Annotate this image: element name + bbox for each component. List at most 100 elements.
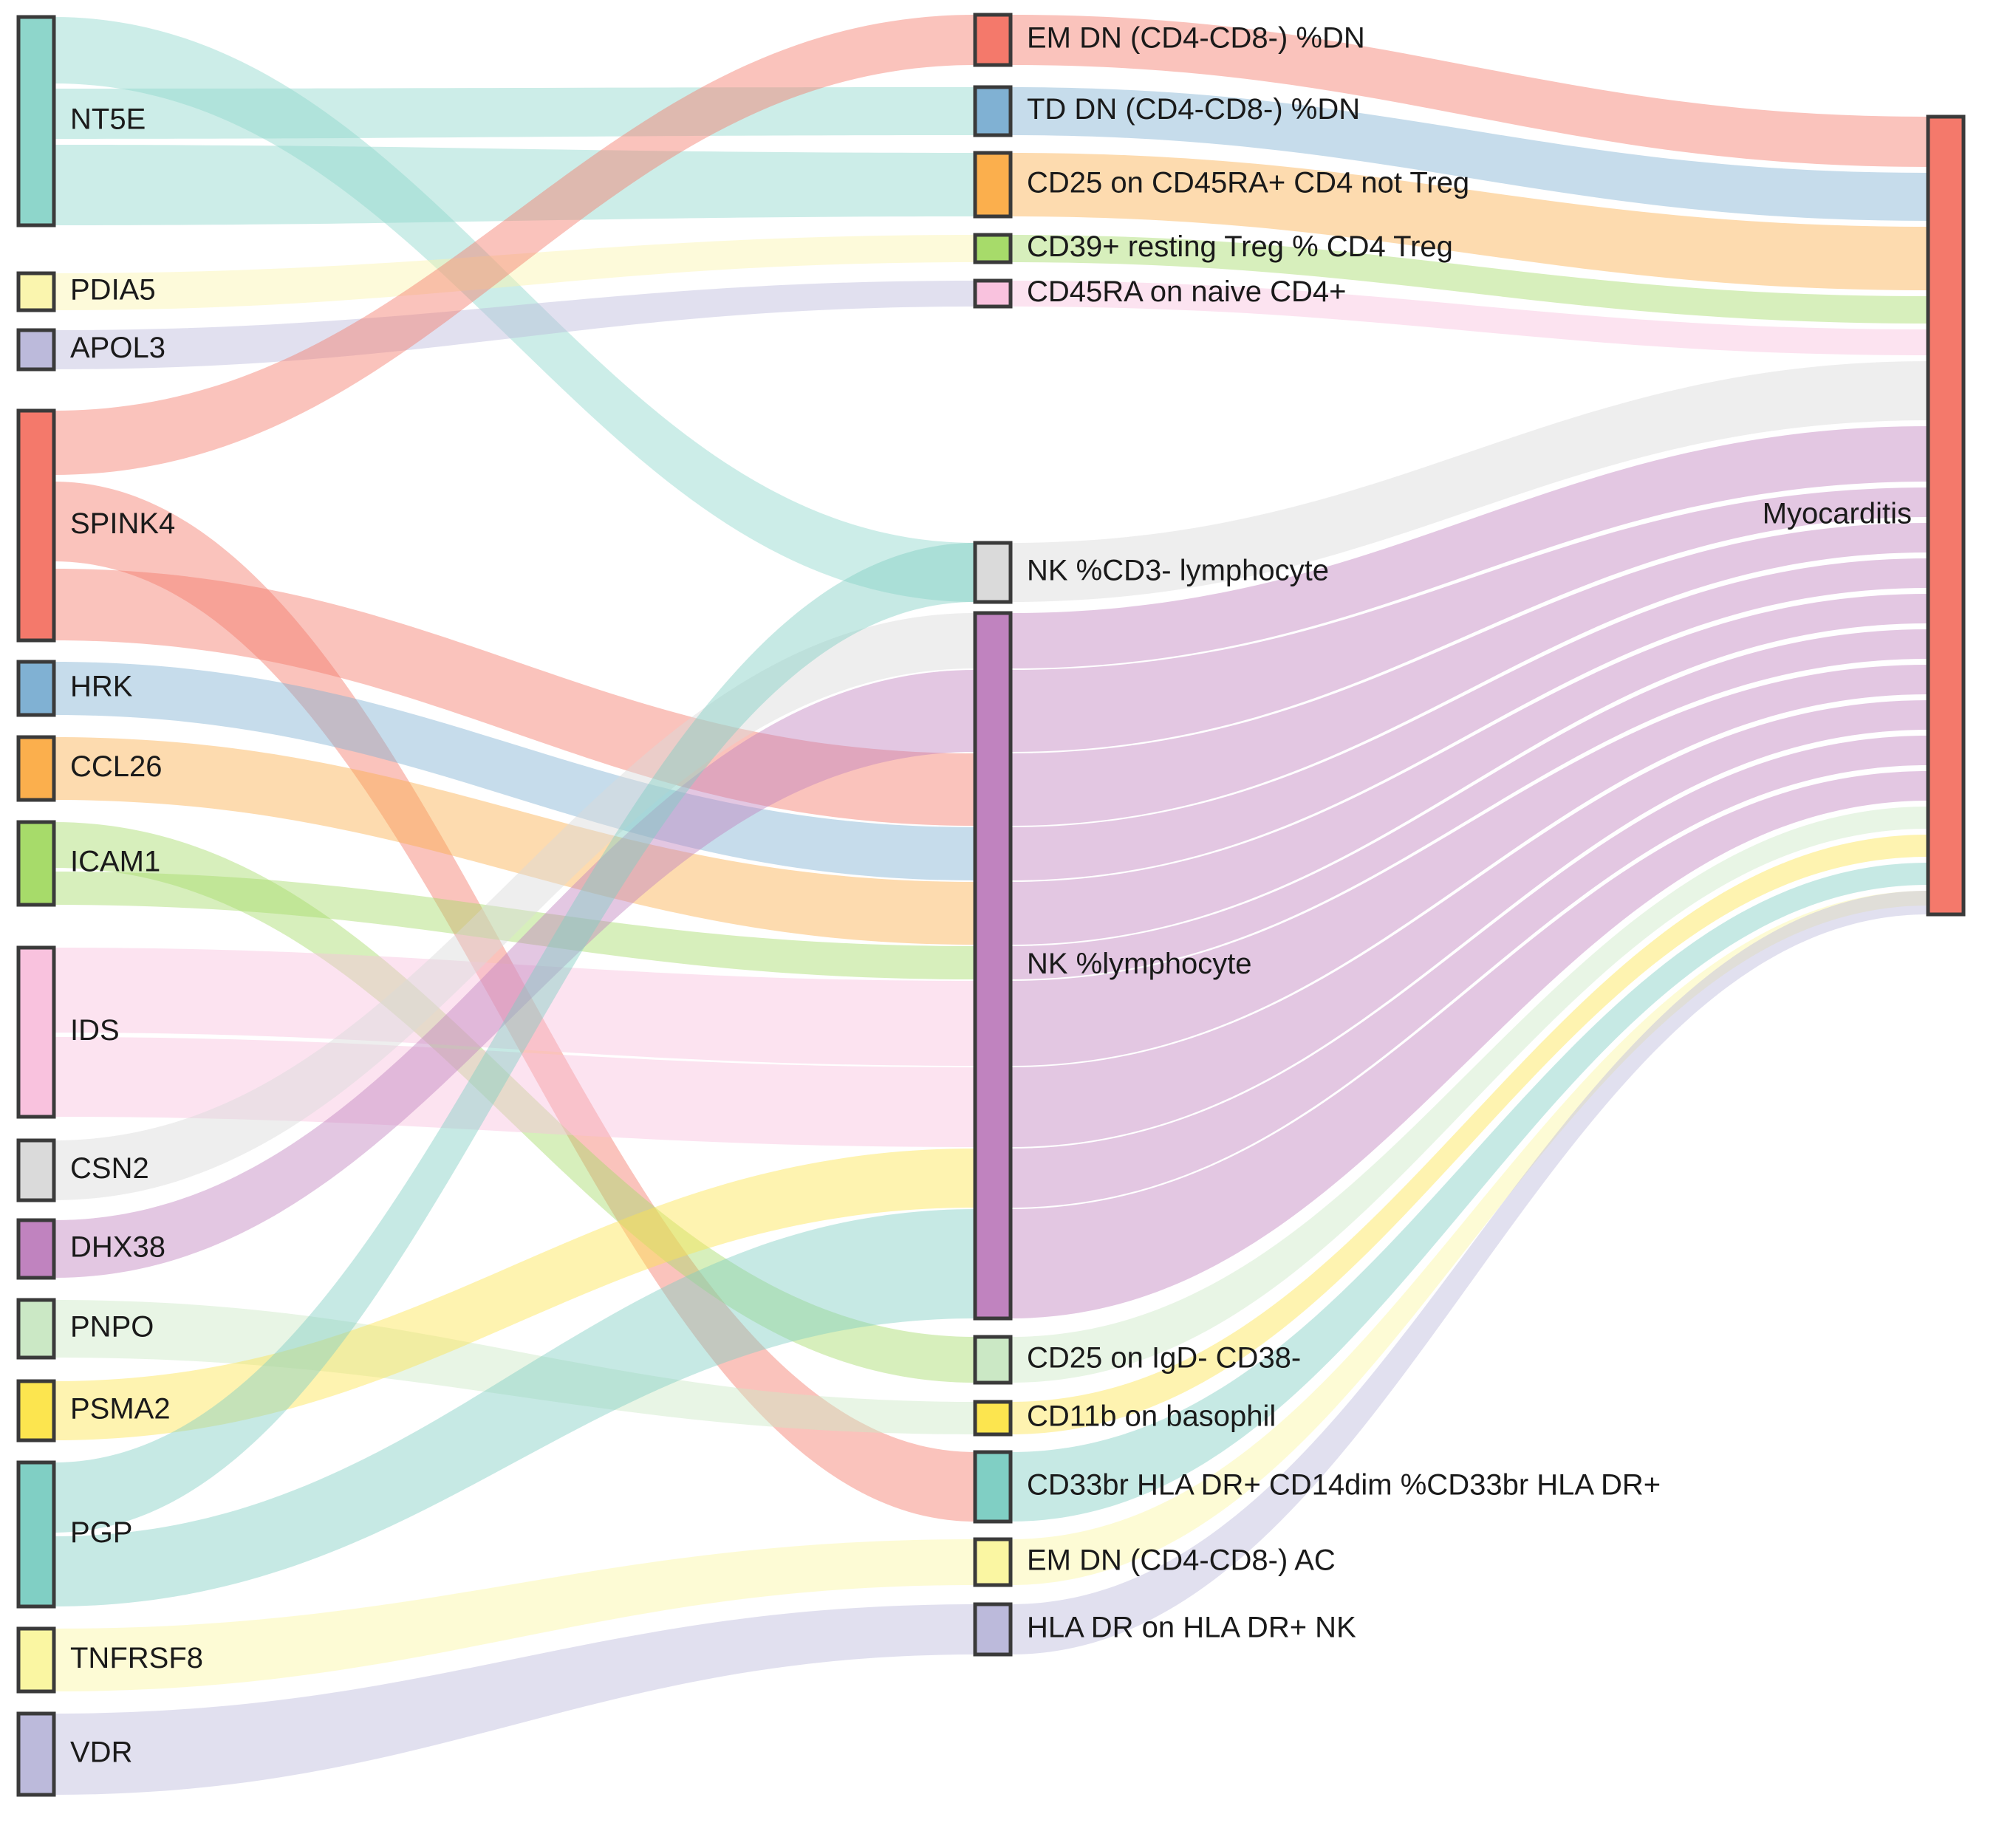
sankey-node-label-cd11b_baso: CD11b on basophil (1027, 1400, 1276, 1433)
sankey-node-cd25_igd[interactable] (973, 1335, 1013, 1385)
sankey-link[interactable] (54, 543, 975, 1533)
sankey-node-dhx38[interactable] (16, 1218, 56, 1280)
sankey-link[interactable] (1011, 594, 1928, 945)
sankey-node-cd25_cd45ra[interactable] (973, 151, 1013, 219)
sankey-node-label-emdn_pdn: EM DN (CD4-CD8-) %DN (1027, 22, 1365, 55)
sankey-node-pdia5[interactable] (16, 271, 56, 312)
sankey-node-psma2[interactable] (16, 1379, 56, 1443)
sankey-link[interactable] (54, 737, 975, 945)
sankey-link[interactable] (1011, 771, 1928, 1318)
sankey-node-icam1[interactable] (16, 820, 56, 907)
sankey-node-label-cd39_treg: CD39+ resting Treg % CD4 Treg (1027, 230, 1453, 263)
sankey-link[interactable] (54, 87, 975, 139)
sankey-link[interactable] (54, 1149, 975, 1440)
sankey-node-nk_cd3[interactable] (973, 541, 1013, 604)
sankey-link[interactable] (1011, 87, 1928, 221)
sankey-link[interactable] (1011, 361, 1928, 602)
sankey-node-cd45ra_naive[interactable] (973, 278, 1013, 309)
sankey-node-label-myocarditis: Myocarditis (1763, 498, 1912, 530)
sankey-node-ccl26[interactable] (16, 735, 56, 802)
sankey-node-emdn_pdn[interactable] (973, 13, 1013, 67)
sankey-node-label-hladr_nk: HLA DR on HLA DR+ NK (1027, 1612, 1356, 1644)
sankey-node-label-pdia5: PDIA5 (70, 274, 156, 307)
sankey-node-pnpo[interactable] (16, 1298, 56, 1360)
sankey-node-label-nk_cd3: NK %CD3- lymphocyte (1027, 555, 1329, 587)
sankey-node-spink4[interactable] (16, 408, 56, 643)
sankey-node-label-cd25_cd45ra: CD25 on CD45RA+ CD4 not Treg (1027, 167, 1469, 199)
sankey-link[interactable] (1011, 558, 1928, 880)
sankey-node-emdn_ac[interactable] (973, 1537, 1013, 1587)
sankey-node-label-cd33br: CD33br HLA DR+ CD14dim %CD33br HLA DR+ (1027, 1469, 1661, 1502)
sankey-link[interactable] (54, 662, 975, 880)
sankey-node-label-spink4: SPINK4 (70, 507, 175, 540)
sankey-link[interactable] (54, 613, 975, 1200)
sankey-node-tddn_pdn[interactable] (973, 85, 1013, 137)
sankey-link[interactable] (1011, 736, 1928, 1208)
sankey-link[interactable] (1011, 235, 1928, 324)
sankey-node-label-cd45ra_naive: CD45RA on naive CD4+ (1027, 276, 1346, 308)
sankey-node-label-hrk: HRK (70, 671, 133, 703)
sankey-link[interactable] (1011, 426, 1928, 668)
sankey-node-cd39_treg[interactable] (973, 233, 1013, 264)
sankey-node-hrk[interactable] (16, 660, 56, 717)
sankey-link[interactable] (1011, 807, 1928, 1383)
sankey-node-ids[interactable] (16, 945, 56, 1119)
sankey-link[interactable] (1011, 665, 1928, 1066)
sankey-node-label-emdn_ac: EM DN (CD4-CD8-) AC (1027, 1544, 1336, 1577)
sankey-link[interactable] (1011, 153, 1928, 290)
sankey-node-label-cd25_igd: CD25 on IgD- CD38- (1027, 1342, 1301, 1375)
sankey-node-pgp[interactable] (16, 1460, 56, 1609)
sankey-node-label-pnpo: PNPO (70, 1311, 154, 1344)
sankey-node-nt5e[interactable] (16, 15, 56, 227)
sankey-link[interactable] (54, 569, 975, 826)
sankey-link[interactable] (1011, 629, 1928, 979)
sankey-node-label-psma2: PSMA2 (70, 1393, 171, 1426)
sankey-node-vdr[interactable] (16, 1711, 56, 1797)
sankey-link[interactable] (1011, 487, 1928, 752)
sankey-node-label-csn2: CSN2 (70, 1152, 149, 1185)
sankey-node-label-dhx38: DHX38 (70, 1231, 165, 1264)
sankey-link[interactable] (54, 17, 975, 602)
sankey-nodes-layer (16, 13, 1966, 1797)
sankey-node-nk_lymph[interactable] (973, 611, 1013, 1321)
sankey-link[interactable] (1011, 281, 1928, 355)
sankey-node-label-tddn_pdn: TD DN (CD4-CD8-) %DN (1027, 93, 1360, 126)
sankey-node-label-tnfrsf8: TNFRSF8 (70, 1642, 203, 1674)
sankey-link[interactable] (1011, 891, 1928, 1585)
sankey-node-cd33br[interactable] (973, 1450, 1013, 1524)
sankey-link[interactable] (54, 1604, 975, 1795)
sankey-link[interactable] (54, 670, 975, 1278)
sankey-node-tnfrsf8[interactable] (16, 1626, 56, 1694)
sankey-link[interactable] (54, 145, 975, 225)
sankey-link[interactable] (54, 1300, 975, 1434)
sankey-link[interactable] (54, 15, 975, 475)
sankey-link[interactable] (54, 1539, 975, 1691)
sankey-node-apol3[interactable] (16, 328, 56, 372)
sankey-node-label-nt5e: NT5E (70, 103, 146, 136)
sankey-link[interactable] (54, 281, 975, 369)
sankey-node-cd11b_baso[interactable] (973, 1400, 1013, 1437)
sankey-link[interactable] (54, 1037, 975, 1147)
sankey-link[interactable] (1011, 523, 1928, 826)
sankey-link[interactable] (54, 948, 975, 1066)
sankey-node-myocarditis[interactable] (1926, 114, 1966, 917)
sankey-link[interactable] (1011, 891, 1928, 1654)
sankey-link[interactable] (54, 235, 975, 310)
sankey-node-label-pgp: PGP (70, 1516, 132, 1549)
sankey-link[interactable] (54, 1209, 975, 1606)
sankey-node-label-icam1: ICAM1 (70, 846, 160, 878)
sankey-link[interactable] (1011, 15, 1928, 167)
sankey-link[interactable] (1011, 863, 1928, 1522)
sankey-node-label-ids: IDS (70, 1014, 120, 1047)
sankey-node-hladr_nk[interactable] (973, 1602, 1013, 1657)
sankey-link[interactable] (54, 872, 975, 979)
sankey-node-label-apol3: APOL3 (70, 332, 165, 364)
sankey-link[interactable] (54, 482, 975, 1522)
sankey-link[interactable] (1011, 700, 1928, 1147)
sankey-node-csn2[interactable] (16, 1138, 56, 1202)
sankey-link[interactable] (1011, 835, 1928, 1434)
sankey-node-label-ccl26: CCL26 (70, 750, 163, 783)
sankey-link[interactable] (54, 822, 975, 1383)
